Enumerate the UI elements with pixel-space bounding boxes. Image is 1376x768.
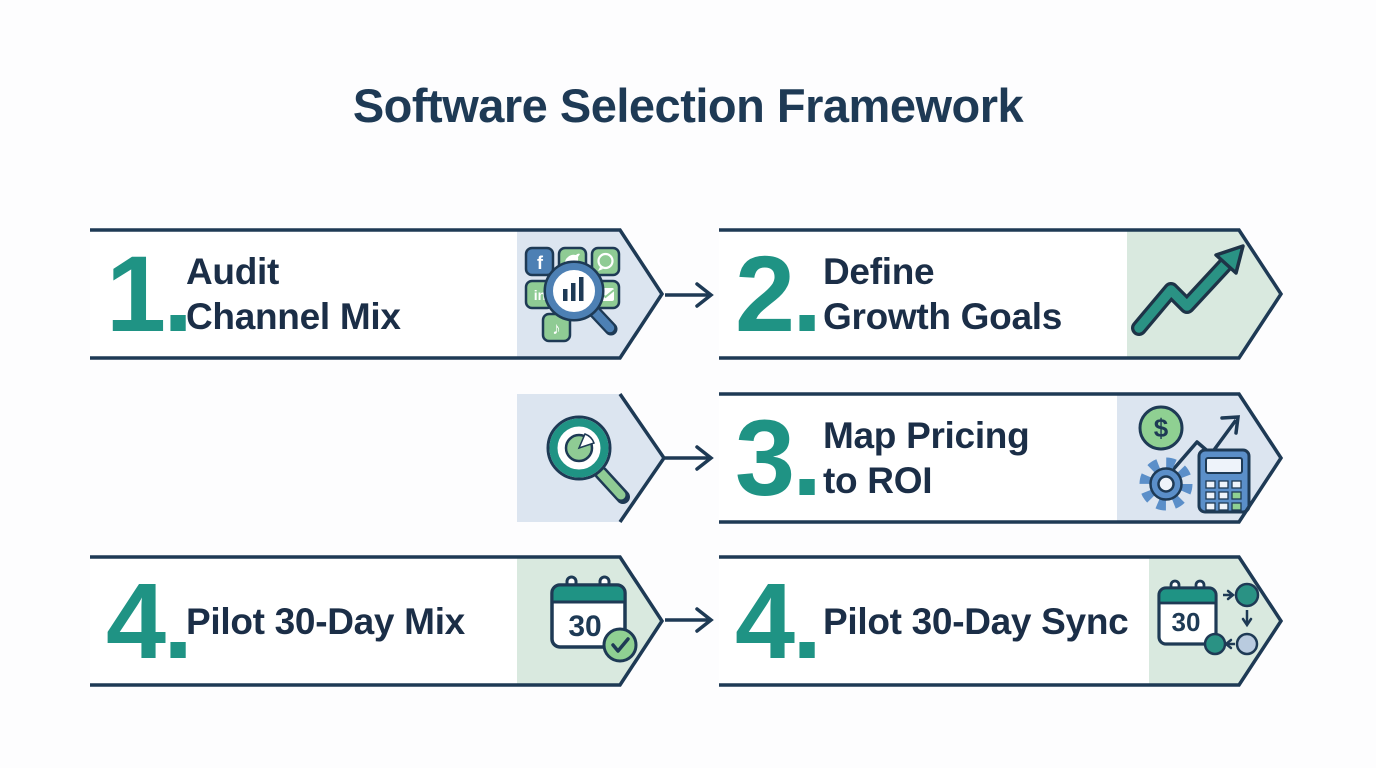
step-box-border xyxy=(719,228,1284,360)
svg-text:30: 30 xyxy=(568,610,601,643)
step-3-box: $ xyxy=(719,392,1285,524)
flow-arrow-1 xyxy=(665,282,714,308)
whatsapp-icon xyxy=(590,246,621,277)
step-2-box: 2. Define Growth Goals xyxy=(719,228,1285,360)
sync-cycle-icon xyxy=(1203,582,1260,656)
calculator-icon xyxy=(1197,448,1251,514)
step-box-border xyxy=(719,392,1284,524)
step-box-border xyxy=(719,555,1284,687)
step-1-label: Audit Channel Mix xyxy=(186,251,401,337)
check-circle-icon xyxy=(602,627,638,663)
svg-text:f: f xyxy=(537,253,544,273)
step-4b-number: 4. xyxy=(735,560,822,681)
gear-icon xyxy=(1139,457,1193,511)
social-channels-audit-magnifier-icon: f in xyxy=(524,246,621,343)
magnifier-bar-chart-icon xyxy=(543,260,618,336)
connector-shape xyxy=(517,393,667,523)
calendar-30-sync-icon: 30 xyxy=(1157,579,1260,656)
facebook-icon: f xyxy=(524,246,555,277)
step-2-number: 2. xyxy=(735,233,822,354)
dollar-gear-calculator-icon: $ xyxy=(1138,405,1251,514)
trend-line-icon xyxy=(1169,415,1240,474)
step-box-border xyxy=(90,555,665,687)
svg-text:30: 30 xyxy=(1172,607,1201,637)
step-4b-label: Pilot 30-Day Sync xyxy=(823,600,1129,642)
step-1-shape: f in xyxy=(90,228,665,360)
step-4a-shape: 30 xyxy=(90,555,665,687)
step-4b-box: 30 4. Pilot 30-Day Sync xyxy=(719,555,1285,687)
tiktok-icon: ♪ xyxy=(541,312,572,343)
connector-chevron-border xyxy=(618,393,667,523)
dollar-coin-icon: $ xyxy=(1138,405,1184,451)
step-3-label: Map Pricing to ROI xyxy=(823,415,1030,501)
step-box-body xyxy=(719,557,1281,685)
svg-text:$: $ xyxy=(1154,413,1169,443)
analysis-connector-panel xyxy=(517,392,667,524)
step-4a-label: Pilot 30-Day Mix xyxy=(186,600,465,642)
step-box-border xyxy=(90,228,665,360)
step-3-number: 3. xyxy=(735,397,822,518)
step-1-box: f in xyxy=(90,228,668,360)
flow-arrow-2 xyxy=(665,445,714,471)
step-1-number: 1. xyxy=(106,233,193,354)
step-2-shape xyxy=(719,228,1284,360)
svg-text:♪: ♪ xyxy=(552,319,561,338)
step-3-shape: $ xyxy=(719,392,1284,524)
step-4a-number: 4. xyxy=(106,560,193,681)
step-4b-shape: 30 xyxy=(719,555,1284,687)
step-4a-box: 30 4. Pilot 30-Day Mix xyxy=(90,555,668,687)
magnifier-pie-chart-icon xyxy=(546,415,630,504)
flow-arrow-3 xyxy=(665,607,714,633)
growth-trend-arrow-icon xyxy=(1131,244,1245,336)
step-2-label: Define Growth Goals xyxy=(823,251,1062,337)
svg-text:in: in xyxy=(534,287,546,303)
calendar-30-check-icon: 30 xyxy=(550,575,638,663)
page-title: Software Selection Framework xyxy=(352,79,1024,132)
